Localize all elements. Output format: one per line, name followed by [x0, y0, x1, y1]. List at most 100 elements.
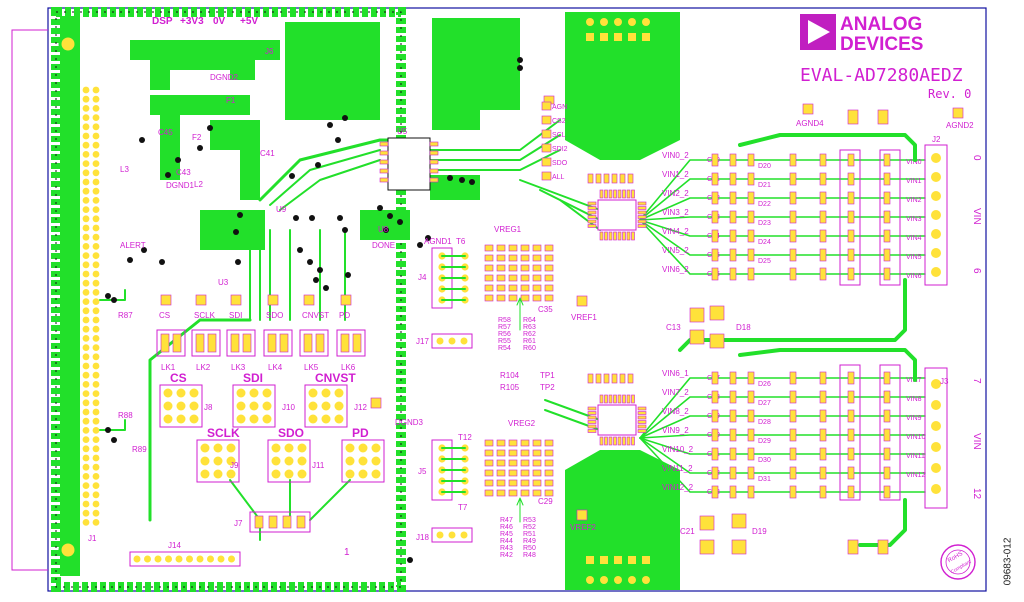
j7-pin — [296, 515, 306, 529]
adc-area-pad — [603, 173, 610, 184]
via — [315, 162, 321, 168]
bot-conn-pad — [600, 576, 608, 584]
j1-pin — [82, 114, 90, 121]
j1-pin — [92, 353, 100, 361]
via — [517, 65, 523, 71]
adc-pin — [626, 231, 631, 241]
comp-pad — [711, 153, 719, 167]
comp-pad — [729, 466, 737, 480]
j12-label: J12 — [354, 403, 367, 412]
via — [197, 145, 203, 151]
j1-pin — [92, 123, 100, 131]
link-outline — [156, 329, 186, 357]
res-pad — [496, 254, 506, 262]
j18-outline — [431, 527, 473, 543]
j1-pin — [82, 206, 90, 214]
big-pad-outline — [341, 439, 385, 483]
comp-pad — [729, 172, 737, 186]
repeated-labels: R58R57R56R55R54R64R63R62R61R60R47R46R45R… — [498, 104, 568, 559]
terminal-pin — [931, 484, 941, 494]
vin-term-label: VIN3 — [906, 216, 922, 223]
res-pad — [508, 489, 518, 497]
via — [447, 175, 453, 181]
adc-pin — [599, 231, 604, 241]
c13-label: C13 — [666, 323, 681, 332]
res-pad — [520, 294, 530, 302]
j1-pin — [82, 408, 90, 416]
big-pad-outline — [232, 384, 276, 428]
vin-term-label: VIN4 — [906, 235, 922, 242]
top-conn-pad — [628, 18, 636, 26]
res-pad — [484, 459, 494, 467]
adc-pin — [626, 436, 631, 446]
j1-pin — [82, 371, 90, 379]
comp-pad — [747, 248, 755, 262]
j1-pin — [82, 381, 90, 388]
res-label: R54 — [498, 345, 511, 352]
j1-pin — [82, 316, 90, 324]
comp-pad — [729, 229, 737, 243]
comp-column-outline — [879, 149, 901, 286]
j1-pin — [92, 86, 100, 94]
j1-pin — [92, 509, 100, 517]
t6-label: T6 — [456, 237, 466, 246]
adc-pin — [613, 394, 617, 404]
bot-conn-pad — [614, 556, 622, 564]
big-pad-dot — [358, 456, 368, 466]
comp-pad — [789, 267, 797, 281]
link-pin — [160, 333, 170, 353]
comp-pad — [711, 466, 719, 480]
j1-pin — [82, 95, 90, 103]
terminal-pin — [931, 421, 941, 431]
res-label: R61 — [523, 338, 536, 345]
adc-pin — [637, 406, 647, 411]
bot-conn-pad — [628, 556, 636, 564]
via — [337, 215, 343, 221]
j1-pin — [92, 151, 100, 158]
u5-pins — [379, 141, 439, 183]
terminal-pin — [931, 463, 941, 473]
link-pin — [230, 333, 240, 353]
j1-pin — [92, 408, 100, 416]
link-signal-label: SCLK — [194, 311, 216, 320]
bus-trace-3 — [429, 149, 561, 171]
silkscreen-labels: DSP +3V3 0V +5V J6 DGND2 DGND1 F1 F2 C45… — [88, 16, 982, 558]
tp2-label: TP2 — [540, 383, 555, 392]
signal-tap-pad — [541, 129, 552, 139]
j1-pin — [82, 141, 90, 149]
vreg2-label: VREG2 — [508, 419, 536, 428]
j6-label: J6 — [265, 47, 274, 56]
j1-pin — [92, 252, 100, 259]
vin-term-label: VIN6 — [906, 273, 922, 280]
comp-pad — [883, 447, 891, 461]
adc-pin — [587, 406, 597, 411]
comp-pad — [883, 267, 891, 281]
bus-trace-5 — [539, 189, 601, 221]
comp-pad — [883, 409, 891, 423]
comp-pad — [747, 428, 755, 442]
res-label: R53 — [523, 517, 536, 524]
big-pad-dot — [189, 388, 199, 398]
adc-area-pad — [587, 173, 594, 184]
u5-pin — [379, 150, 389, 156]
j1-pin — [82, 151, 90, 158]
j1-pin — [92, 454, 100, 462]
j1-copper-strip — [60, 16, 80, 576]
big-pad-dot — [345, 469, 355, 479]
res-pad — [520, 274, 530, 282]
pwr-label-0: DSP — [152, 16, 173, 27]
comp-pad — [711, 210, 719, 224]
res-pad — [532, 284, 542, 292]
brand-line2: DEVICES — [840, 34, 923, 55]
j14-pin — [133, 555, 141, 563]
j7-pin — [254, 515, 264, 529]
res-pad — [520, 469, 530, 477]
bus-trace-4 — [519, 179, 601, 211]
c45-label: C45 — [158, 128, 173, 137]
res-label: R49 — [523, 538, 536, 545]
figure-number: 09683-012 — [1002, 532, 1022, 592]
via — [139, 137, 145, 143]
adc-pin — [617, 394, 622, 404]
adc-pin — [608, 189, 613, 199]
vin-label: VIN2_2 — [662, 189, 689, 198]
